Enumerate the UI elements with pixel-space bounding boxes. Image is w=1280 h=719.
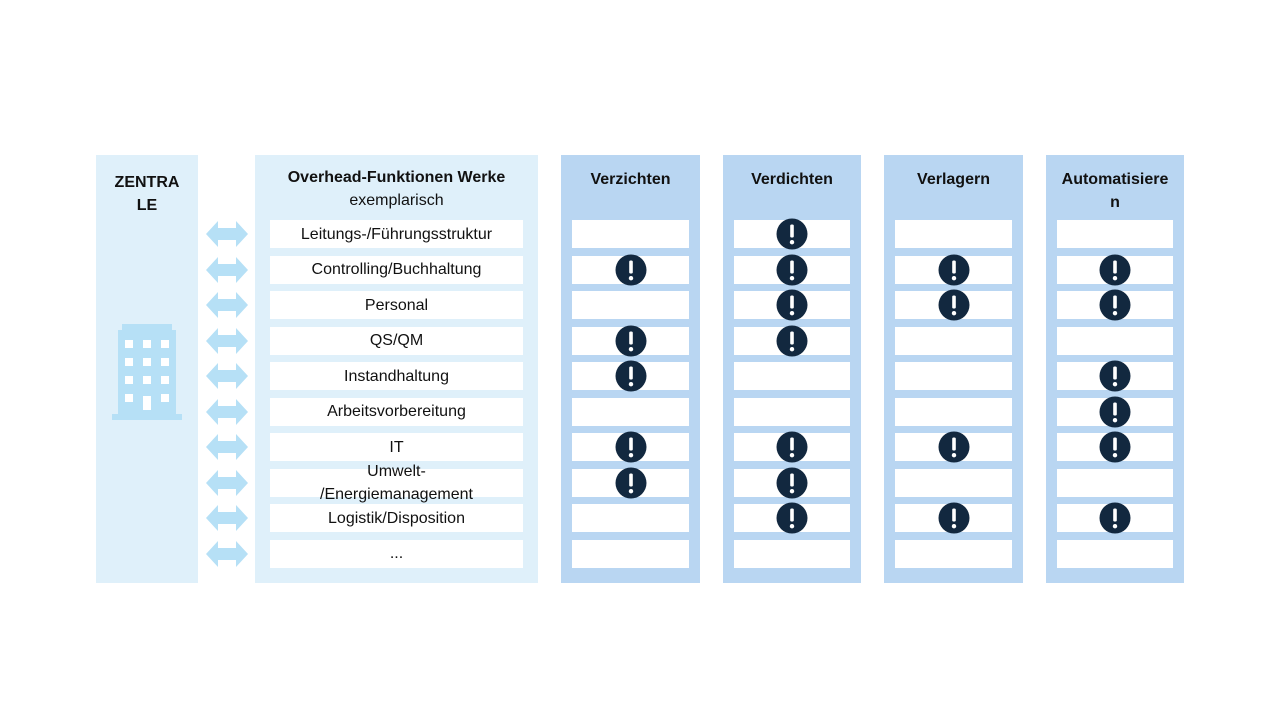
- double-arrow-icon: [206, 398, 248, 425]
- double-arrow-icon: [206, 540, 248, 567]
- exclamation-icon: [938, 502, 969, 534]
- action-cell: [572, 220, 689, 248]
- exclamation-icon: [938, 254, 969, 285]
- action-cell: [895, 431, 1012, 463]
- action-cell: [1057, 502, 1173, 534]
- function-row: IT: [270, 433, 523, 461]
- function-row: Logistik/Disposition: [270, 504, 523, 532]
- action-column-verdichten: Verdichten: [723, 155, 861, 583]
- action-cell: [1057, 468, 1173, 497]
- action-cell: [1057, 289, 1173, 321]
- exclamation-icon: [615, 254, 646, 285]
- exclamation-icon: [615, 467, 646, 498]
- action-cell: [734, 254, 850, 285]
- action-cell: [572, 431, 689, 463]
- zentrale-title: ZENTRA LE: [114, 174, 180, 214]
- column-title: Verdichten: [751, 171, 833, 188]
- action-cell: [895, 326, 1012, 355]
- function-row: QS/QM: [270, 326, 523, 355]
- action-cell: [734, 431, 850, 463]
- exclamation-icon: [776, 254, 808, 285]
- action-cell: [572, 397, 689, 426]
- action-cell: [572, 325, 689, 356]
- action-cell: [895, 539, 1012, 568]
- action-column-automatisieren: Automatisiere n: [1046, 155, 1184, 583]
- double-arrow-icon: [206, 363, 248, 389]
- column-title: Verlagern: [917, 171, 990, 188]
- action-cell: [734, 467, 850, 498]
- double-arrow-icon: [206, 469, 248, 496]
- exclamation-icon: [776, 325, 808, 356]
- action-cell: [1057, 396, 1173, 427]
- action-cell: [734, 502, 850, 534]
- action-cell: [1057, 220, 1173, 248]
- action-cell: [734, 539, 850, 568]
- functions-panel: Overhead-Funktionen Werke exemplarisch L…: [255, 155, 538, 583]
- exclamation-icon: [615, 360, 646, 392]
- double-arrow-icon: [206, 256, 248, 283]
- action-column-verlagern: Verlagern: [884, 155, 1023, 583]
- function-row: Umwelt- /Energiemanagement: [270, 463, 523, 503]
- column-title: Automatisiere n: [1061, 171, 1169, 211]
- double-arrow-icon: [206, 221, 248, 247]
- double-arrow-icon: [206, 505, 248, 531]
- double-arrow-icon: [206, 327, 248, 354]
- action-cell: [572, 360, 689, 392]
- function-row: Instandhaltung: [270, 362, 523, 390]
- action-cell: [572, 504, 689, 532]
- functions-title: Overhead-Funktionen Werke: [287, 169, 506, 186]
- exclamation-icon: [1099, 360, 1131, 392]
- double-arrow-icon: [206, 292, 248, 318]
- double-arrow-icon: [206, 434, 248, 460]
- exclamation-icon: [938, 431, 969, 463]
- exclamation-icon: [1099, 502, 1131, 534]
- action-column-verzichten: Verzichten: [561, 155, 700, 583]
- exclamation-icon: [776, 218, 808, 250]
- action-cell: [572, 254, 689, 285]
- function-row: ...: [270, 539, 523, 568]
- action-cell: [895, 362, 1012, 390]
- action-cell: [895, 468, 1012, 497]
- exclamation-icon: [776, 467, 808, 498]
- exclamation-icon: [1099, 431, 1131, 463]
- exclamation-icon: [1099, 396, 1131, 427]
- exclamation-icon: [615, 325, 646, 356]
- action-cell: [1057, 254, 1173, 285]
- action-cell: [572, 467, 689, 498]
- action-cell: [895, 397, 1012, 426]
- action-cell: [572, 539, 689, 568]
- action-cell: [734, 397, 850, 426]
- exclamation-icon: [776, 502, 808, 534]
- action-cell: [895, 289, 1012, 321]
- action-cell: [734, 218, 850, 250]
- exclamation-icon: [1099, 289, 1131, 321]
- action-cell: [572, 291, 689, 319]
- action-cell: [734, 289, 850, 321]
- action-cell: [1057, 360, 1173, 392]
- exclamation-icon: [1099, 254, 1131, 285]
- exclamation-icon: [615, 431, 646, 463]
- exclamation-icon: [776, 289, 808, 321]
- action-cell: [734, 325, 850, 356]
- function-row: Leitungs-/Führungsstruktur: [270, 220, 523, 248]
- function-row: Arbeitsvorbereitung: [270, 397, 523, 426]
- action-cell: [895, 254, 1012, 285]
- exclamation-icon: [938, 289, 969, 321]
- functions-subtitle: exemplarisch: [349, 192, 444, 209]
- action-cell: [895, 220, 1012, 248]
- exclamation-icon: [776, 431, 808, 463]
- column-title: Verzichten: [590, 171, 671, 188]
- function-row: Personal: [270, 291, 523, 319]
- action-cell: [1057, 431, 1173, 463]
- building-icon: [112, 324, 182, 420]
- action-cell: [895, 502, 1012, 534]
- action-cell: [1057, 326, 1173, 355]
- action-cell: [1057, 539, 1173, 568]
- function-row: Controlling/Buchhaltung: [270, 255, 523, 284]
- action-cell: [734, 362, 850, 390]
